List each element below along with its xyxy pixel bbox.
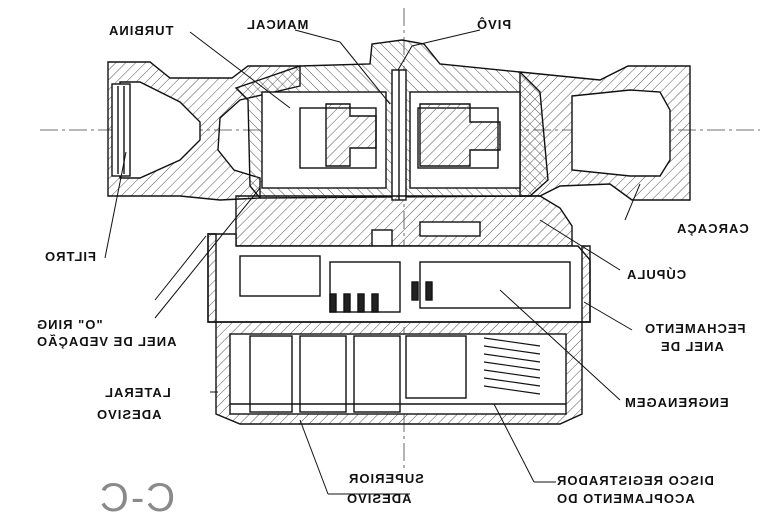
bottom-cup [215,321,583,425]
label-lateral: LATERAL [104,385,171,400]
label-pivo: PIVÔ [476,17,512,32]
label-o-ring: "O" RING [36,317,103,332]
label-disco-registrador: DISCO REGISTRADOR [556,473,714,488]
label-mancal: MANCAL [246,17,309,32]
register-body [207,233,591,323]
label-engrenagem: ENGRENAGEM [624,395,729,410]
label-cupula: CÚPULA [626,267,687,282]
upper-housing [234,39,549,201]
label-superior: SUPERIOR [348,471,424,486]
label-anel-de: ANEL DE [660,339,724,354]
leader-lines [104,29,641,495]
label-turbina: TURBINA [108,23,174,38]
label-carcaca: CARCAÇA [676,221,749,236]
label-adesivo-superior: ADESIVO [346,491,412,506]
label-adesivo-lateral: ADESIVO [96,407,162,422]
section-label: C-C [98,476,176,520]
label-acoplamento: ACOPLAMENTO DO [556,491,695,506]
label-fechamento: FECHAMENTO [644,321,746,336]
label-filtro: FILTRO [44,249,96,264]
label-anel-vedacao: ANEL DE VEDAÇÃO [36,334,177,349]
middle-plate [235,195,573,247]
